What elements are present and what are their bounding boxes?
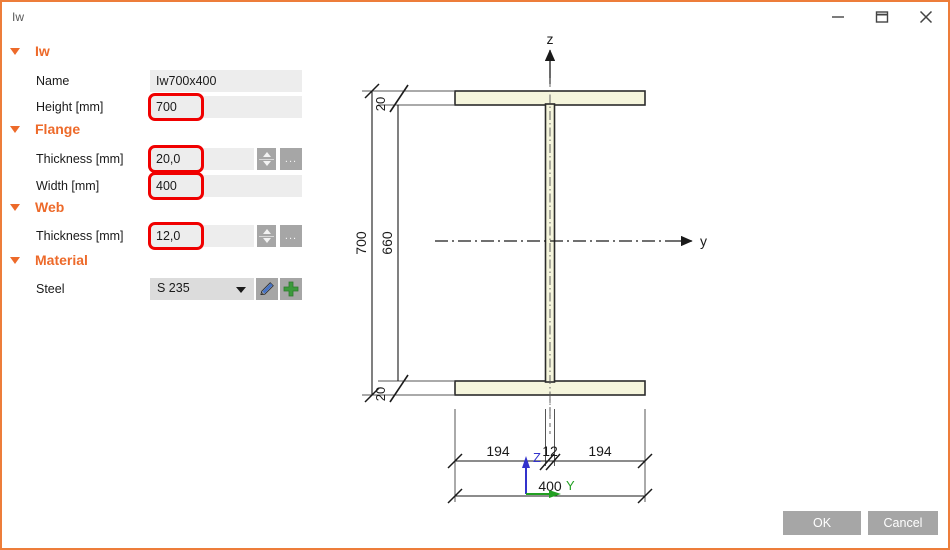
triad-y-arrowhead	[549, 490, 561, 498]
dim-tick-top-20	[389, 84, 409, 113]
input-name[interactable]	[150, 70, 302, 92]
group-title-flange: Flange	[35, 121, 81, 137]
dim-label-660: 660	[379, 231, 395, 255]
browse-web-thickness-button[interactable]: ...	[280, 225, 302, 247]
axis-triad: Z Y	[522, 450, 575, 498]
steel-material-value: S 235	[157, 281, 190, 295]
spinner-divider	[259, 235, 274, 237]
triangle-up-icon[interactable]	[262, 229, 271, 234]
dialog-footer: OK Cancel	[2, 502, 948, 548]
label-steel: Steel	[36, 282, 65, 296]
label-height: Height [mm]	[36, 100, 104, 114]
dim-label-top-flange-20: 20	[373, 97, 388, 111]
dim-tick-400-right	[637, 488, 653, 504]
y-axis-label: y	[700, 233, 707, 249]
triangle-down-icon[interactable]	[262, 238, 271, 243]
chevron-down-icon	[10, 257, 20, 264]
dim-label-web-12: 12	[542, 443, 558, 459]
label-name: Name	[36, 74, 70, 88]
plus-icon	[283, 281, 299, 297]
section-drawing: z y 700 660 20 2	[342, 34, 948, 504]
chevron-down-icon	[10, 126, 20, 133]
maximize-icon	[875, 11, 889, 23]
triad-z-label: Z	[533, 450, 541, 465]
label-flange-width: Width [mm]	[36, 179, 100, 193]
input-height[interactable]	[150, 96, 302, 118]
dim-tick-700-bot	[364, 387, 380, 403]
add-material-button[interactable]	[280, 278, 302, 300]
title-bar: Iw	[2, 2, 948, 32]
triad-y-label: Y	[566, 478, 575, 493]
group-title-material: Material	[35, 252, 88, 268]
triangle-down-icon[interactable]	[262, 161, 271, 166]
label-web-thickness: Thickness [mm]	[36, 229, 124, 243]
spinner-divider	[259, 158, 274, 160]
dim-label-right-194: 194	[588, 443, 612, 459]
dim-label-400: 400	[538, 478, 562, 494]
cross-section-diagram: z y 700 660 20 2	[353, 34, 707, 504]
z-axis-label: z	[547, 34, 554, 47]
dim-tick-web-a	[539, 453, 555, 471]
close-icon	[919, 11, 933, 23]
dim-tick-bot-20	[389, 374, 409, 403]
dim-tick-chain-left	[447, 453, 463, 469]
chevron-down-icon	[236, 287, 246, 293]
edit-material-button[interactable]	[256, 278, 278, 300]
triad-z-arrowhead	[522, 456, 530, 468]
triangle-up-icon[interactable]	[262, 152, 271, 157]
label-flange-thickness: Thickness [mm]	[36, 152, 124, 166]
group-title-web: Web	[35, 199, 65, 215]
chevron-down-icon	[10, 48, 20, 55]
maximize-button[interactable]	[860, 2, 906, 32]
dim-tick-web-b	[545, 453, 561, 471]
group-title-iw: Iw	[35, 43, 50, 59]
dim-tick-700-top	[364, 83, 380, 99]
cancel-button[interactable]: Cancel	[868, 511, 938, 535]
input-web-thickness[interactable]	[150, 225, 250, 247]
dim-label-700: 700	[353, 231, 369, 255]
minimize-button[interactable]	[816, 2, 862, 32]
input-flange-width[interactable]	[150, 175, 302, 197]
close-button[interactable]	[904, 2, 948, 32]
chevron-down-icon	[10, 204, 20, 211]
properties-form: Iw Name Height [mm] Flange Thickness [mm…	[2, 34, 332, 504]
browse-flange-thickness-button[interactable]: ...	[280, 148, 302, 170]
spinner-web-thickness[interactable]	[257, 225, 276, 247]
window-title: Iw	[12, 10, 24, 24]
dim-label-bottom-flange-20: 20	[373, 387, 388, 401]
dim-label-left-194: 194	[486, 443, 510, 459]
steel-material-select[interactable]: S 235	[150, 278, 254, 300]
pencil-icon	[260, 282, 274, 296]
ok-button[interactable]: OK	[783, 511, 861, 535]
dim-tick-chain-right	[637, 453, 653, 469]
dim-tick-400-left	[447, 488, 463, 504]
input-flange-thickness[interactable]	[150, 148, 250, 170]
spinner-flange-thickness[interactable]	[257, 148, 276, 170]
minimize-icon	[832, 16, 844, 18]
